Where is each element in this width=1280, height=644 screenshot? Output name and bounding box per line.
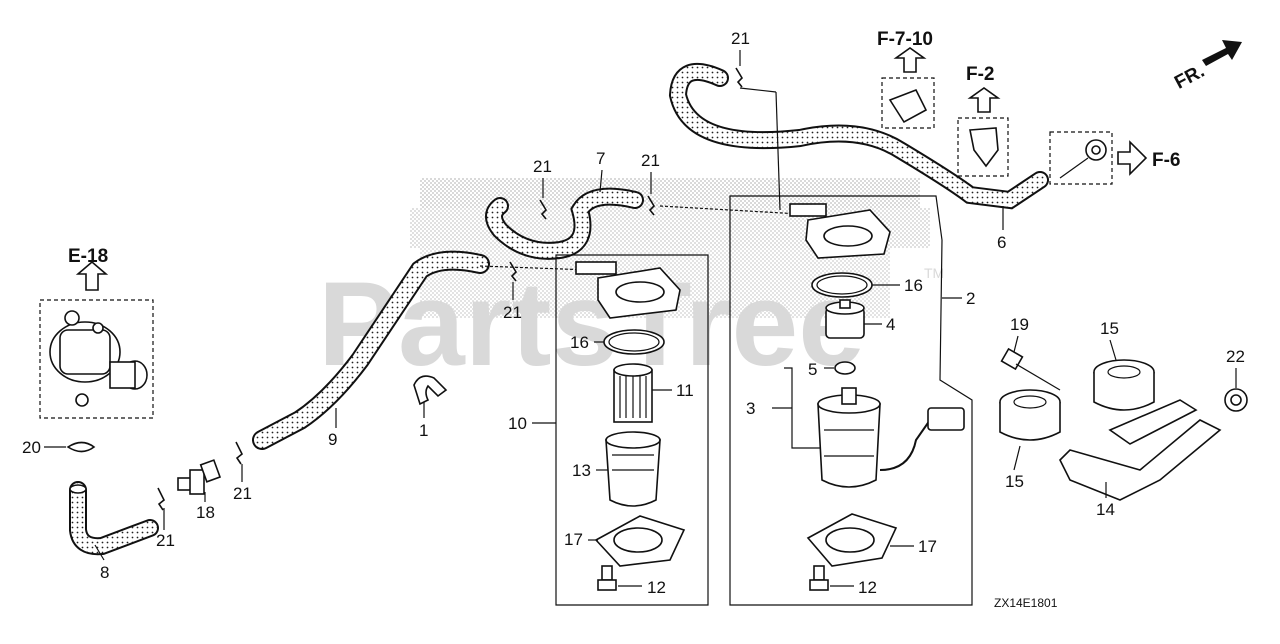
part-label-17b[interactable]: 17 (918, 537, 937, 556)
part-label-18[interactable]: 18 (196, 503, 215, 522)
part-label-1[interactable]: 1 (419, 421, 428, 440)
ref-e18[interactable]: E-18 (68, 246, 108, 267)
bracket-part-14-arm (1108, 399, 1198, 445)
arrow-up-icon (893, 47, 927, 73)
front-direction-icon (1202, 40, 1242, 66)
arrow-up-icon (967, 87, 1001, 113)
part-label-21c[interactable]: 21 (503, 303, 522, 322)
hose-part-7 (487, 189, 642, 258)
watermark-text: PartsTree (318, 257, 865, 391)
part-label-11[interactable]: 11 (676, 381, 694, 400)
part-label-6[interactable]: 6 (997, 233, 1006, 252)
hose-part-8 (71, 483, 157, 554)
clip-illustration (888, 88, 928, 124)
clip-part-21 (157, 487, 166, 511)
part-label-20[interactable]: 20 (22, 438, 41, 457)
group-box-2 (729, 195, 973, 606)
arrow-right-icon (1117, 140, 1148, 176)
bolt-part-12 (597, 565, 617, 591)
part-label-13[interactable]: 13 (572, 461, 591, 480)
ref-f6[interactable]: F-6 (1152, 150, 1181, 171)
hose-part-6 (670, 64, 1047, 208)
f2-group-box (957, 117, 1009, 177)
clip-part-21 (539, 199, 548, 220)
part-label-19[interactable]: 19 (1010, 315, 1029, 334)
nut-part-22 (1224, 388, 1248, 412)
filter-element-part-11 (613, 363, 653, 423)
f6-group-box (1049, 131, 1113, 185)
part-label-9[interactable]: 9 (328, 430, 337, 449)
part-label-3[interactable]: 3 (746, 399, 755, 418)
fuel-pump-illustration (49, 310, 148, 407)
part-label-21b[interactable]: 21 (233, 484, 252, 503)
ref-f710[interactable]: F-7-10 (877, 29, 933, 50)
clip-part-21 (735, 67, 744, 88)
part-label-16b[interactable]: 16 (904, 276, 923, 295)
part-label-12a[interactable]: 12 (647, 578, 666, 597)
clip-illustration (969, 127, 999, 168)
clip-part-21 (647, 195, 656, 216)
diagram-code: ZX14E1801 (994, 596, 1058, 610)
group-box-10 (555, 254, 709, 606)
part-label-21d[interactable]: 21 (533, 157, 552, 176)
bolt-part-19 (1000, 347, 1061, 391)
part-label-10[interactable]: 10 (508, 414, 527, 433)
part-label-15a[interactable]: 15 (1100, 319, 1119, 338)
part-label-12b[interactable]: 12 (858, 578, 877, 597)
retainer-plate-part-17 (594, 515, 686, 567)
bracket-part-14 (1059, 419, 1222, 501)
watermark-tm: TM (924, 265, 944, 281)
connector-illustration (1059, 139, 1107, 179)
retainer-plate-part-17 (806, 513, 898, 567)
part-label-15b[interactable]: 15 (1005, 472, 1024, 491)
o-ring-part-5 (834, 361, 856, 375)
clamp-part-1 (413, 375, 448, 406)
part-label-8[interactable]: 8 (100, 563, 109, 582)
part-label-5[interactable]: 5 (808, 360, 817, 379)
ref-f2[interactable]: F-2 (966, 64, 995, 85)
strainer-bowl-part-13 (605, 431, 661, 507)
clip-part-20 (66, 441, 96, 453)
fitting-part-18 (177, 459, 222, 495)
part-label-17a[interactable]: 17 (564, 530, 583, 549)
part-label-2[interactable]: 2 (966, 289, 975, 308)
holder-part-15 (1093, 359, 1155, 411)
strainer-cover-left (575, 261, 681, 319)
e18-group-box (39, 299, 154, 419)
clip-part-21 (235, 441, 244, 465)
part-label-21f[interactable]: 21 (731, 29, 750, 48)
arrow-up-icon (75, 260, 109, 291)
bolt-part-12 (809, 565, 829, 591)
water-sensor-cup-part-3 (817, 387, 965, 488)
float-part-4 (825, 299, 865, 339)
part-label-21a[interactable]: 21 (156, 531, 175, 550)
holder-part-15 (999, 389, 1061, 441)
part-label-4[interactable]: 4 (886, 315, 895, 334)
part-label-21e[interactable]: 21 (641, 151, 660, 170)
part-label-22[interactable]: 22 (1226, 347, 1245, 366)
f710-group-box (881, 77, 935, 129)
ref-fr: FR. (1171, 61, 1208, 94)
part-label-14[interactable]: 14 (1096, 500, 1115, 519)
part-label-16a[interactable]: 16 (570, 333, 589, 352)
strainer-cover-right (789, 203, 891, 259)
part-label-7[interactable]: 7 (596, 149, 605, 168)
hose-part-9 (254, 252, 488, 448)
